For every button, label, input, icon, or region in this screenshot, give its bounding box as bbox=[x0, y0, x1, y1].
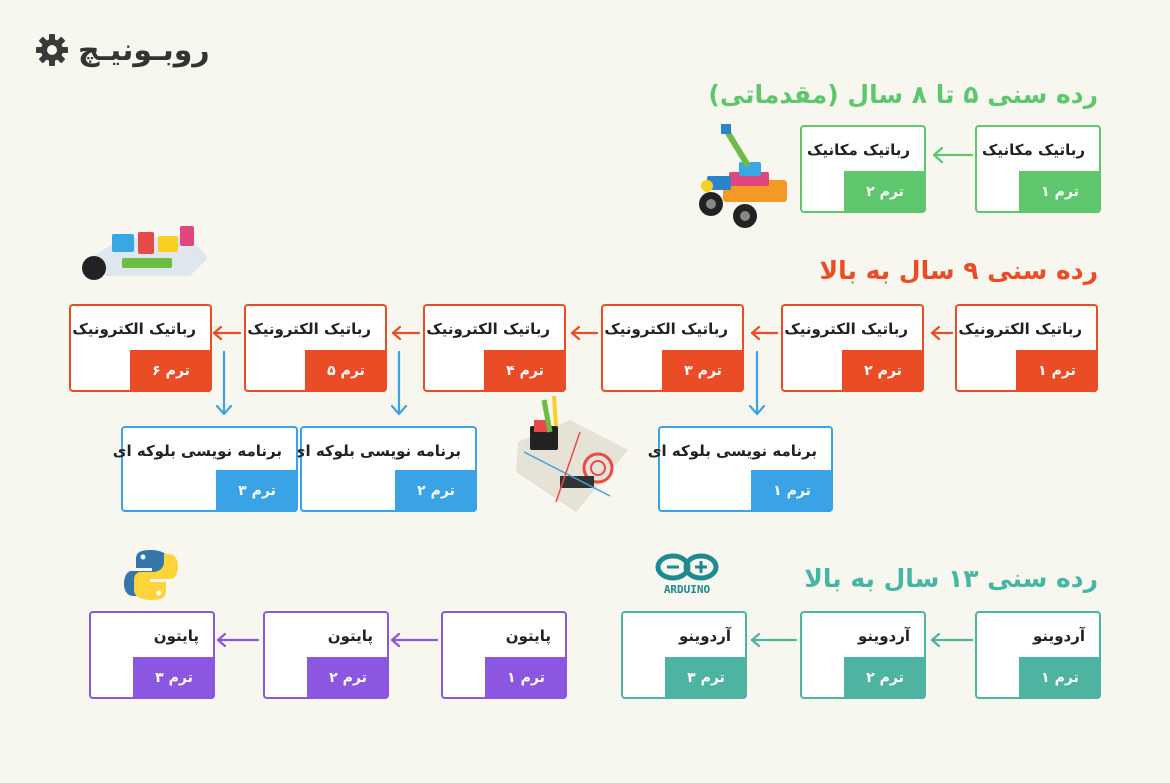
gear-icon bbox=[36, 34, 68, 66]
card-arduino-term-2[interactable]: آردوینو ترم ۲ bbox=[800, 611, 926, 699]
card-title: رباتیک مکانیک bbox=[982, 141, 1085, 159]
card-electronics-term-5[interactable]: رباتیک الکترونیک ترم ۵ bbox=[244, 304, 387, 392]
card-mechanic-term-1[interactable]: رباتیک مکانیک ترم ۱ bbox=[975, 125, 1101, 213]
card-electronics-term-2[interactable]: رباتیک الکترونیک ترم ۲ bbox=[781, 304, 924, 392]
term-badge: ترم ۳ bbox=[133, 657, 215, 699]
card-title: پایتون bbox=[505, 627, 551, 645]
term-badge: ترم ۱ bbox=[1019, 171, 1101, 213]
card-title: برنامه نویسی بلوکه ای bbox=[291, 442, 461, 460]
card-block-programming-term-3[interactable]: برنامه نویسی بلوکه ای ترم ۳ bbox=[113, 426, 298, 512]
card-python-term-1[interactable]: پایتون ترم ۱ bbox=[441, 611, 567, 699]
arduino-logo-text: ARDUINO bbox=[663, 583, 711, 596]
mechanic-robot-illustration bbox=[699, 124, 787, 228]
term-badge: ترم ۲ bbox=[844, 657, 926, 699]
card-title: رباتیک الکترونیک bbox=[426, 320, 550, 338]
card-block-programming-term-1[interactable]: برنامه نویسی بلوکه ای ترم ۱ bbox=[648, 426, 833, 512]
heading-age-5-8: رده سنی ۵ تا ۸ سال (مقدماتی) bbox=[708, 80, 1098, 109]
term-badge: ترم ۴ bbox=[484, 350, 566, 392]
term-badge: ترم ۳ bbox=[662, 350, 744, 392]
term-badge: ترم ۲ bbox=[844, 171, 926, 213]
brand-logo: روبـونیـچ bbox=[34, 30, 211, 70]
card-python-term-2[interactable]: پایتون ترم ۲ bbox=[263, 611, 389, 699]
card-electronics-term-3[interactable]: رباتیک الکترونیک ترم ۳ bbox=[601, 304, 744, 392]
arrows-blue bbox=[215, 350, 766, 416]
card-title: آردوینو bbox=[1033, 627, 1085, 645]
card-title: آردوینو bbox=[679, 627, 731, 645]
card-arduino-term-3[interactable]: آردوینو ترم ۳ bbox=[621, 611, 747, 699]
term-badge: ترم ۱ bbox=[751, 470, 833, 512]
card-title: آردوینو bbox=[858, 627, 910, 645]
term-badge: ترم ۲ bbox=[395, 470, 477, 512]
term-badge: ترم ۱ bbox=[1019, 657, 1101, 699]
term-badge: ترم ۱ bbox=[1016, 350, 1098, 392]
card-title: پایتون bbox=[327, 627, 373, 645]
circuit-board-illustration bbox=[516, 395, 628, 512]
electronics-car-illustration bbox=[82, 226, 208, 280]
arrows-red bbox=[212, 325, 954, 341]
arrows-purple bbox=[216, 632, 439, 648]
card-mechanic-term-2[interactable]: رباتیک مکانیک ترم ۲ bbox=[800, 125, 926, 213]
arduino-logo: ARDUINO bbox=[652, 553, 722, 597]
card-title: رباتیک الکترونیک bbox=[247, 320, 371, 338]
arrow-green bbox=[932, 146, 974, 164]
card-title: رباتیک الکترونیک bbox=[604, 320, 728, 338]
card-title: رباتیک الکترونیک bbox=[784, 320, 908, 338]
card-title: رباتیک مکانیک bbox=[807, 141, 910, 159]
term-badge: ترم ۱ bbox=[485, 657, 567, 699]
heading-age-9-plus: رده سنی ۹ سال به بالا bbox=[819, 256, 1098, 285]
term-badge: ترم ۳ bbox=[216, 470, 298, 512]
card-title: برنامه نویسی بلوکه ای bbox=[112, 442, 282, 460]
term-badge: ترم ۲ bbox=[307, 657, 389, 699]
card-python-term-3[interactable]: پایتون ترم ۳ bbox=[89, 611, 215, 699]
card-electronics-term-1[interactable]: رباتیک الکترونیک ترم ۱ bbox=[955, 304, 1098, 392]
card-title: رباتیک الکترونیک bbox=[958, 320, 1082, 338]
brand-name: روبـونیـچ bbox=[78, 32, 211, 68]
card-title: رباتیک الکترونیک bbox=[72, 320, 196, 338]
term-badge: ترم ۵ bbox=[305, 350, 387, 392]
card-arduino-term-1[interactable]: آردوینو ترم ۱ bbox=[975, 611, 1101, 699]
card-electronics-term-6[interactable]: رباتیک الکترونیک ترم ۶ bbox=[69, 304, 212, 392]
heading-age-13-plus: رده سنی ۱۳ سال به بالا bbox=[804, 564, 1098, 593]
term-badge: ترم ۳ bbox=[665, 657, 747, 699]
card-electronics-term-4[interactable]: رباتیک الکترونیک ترم ۴ bbox=[423, 304, 566, 392]
infinity-icon bbox=[655, 553, 719, 581]
python-logo-icon bbox=[124, 550, 178, 600]
term-badge: ترم ۲ bbox=[842, 350, 924, 392]
term-badge: ترم ۶ bbox=[130, 350, 212, 392]
card-block-programming-term-2[interactable]: برنامه نویسی بلوکه ای ترم ۲ bbox=[292, 426, 477, 512]
card-title: برنامه نویسی بلوکه ای bbox=[647, 442, 817, 460]
arrows-teal bbox=[750, 632, 974, 648]
card-title: پایتون bbox=[153, 627, 199, 645]
